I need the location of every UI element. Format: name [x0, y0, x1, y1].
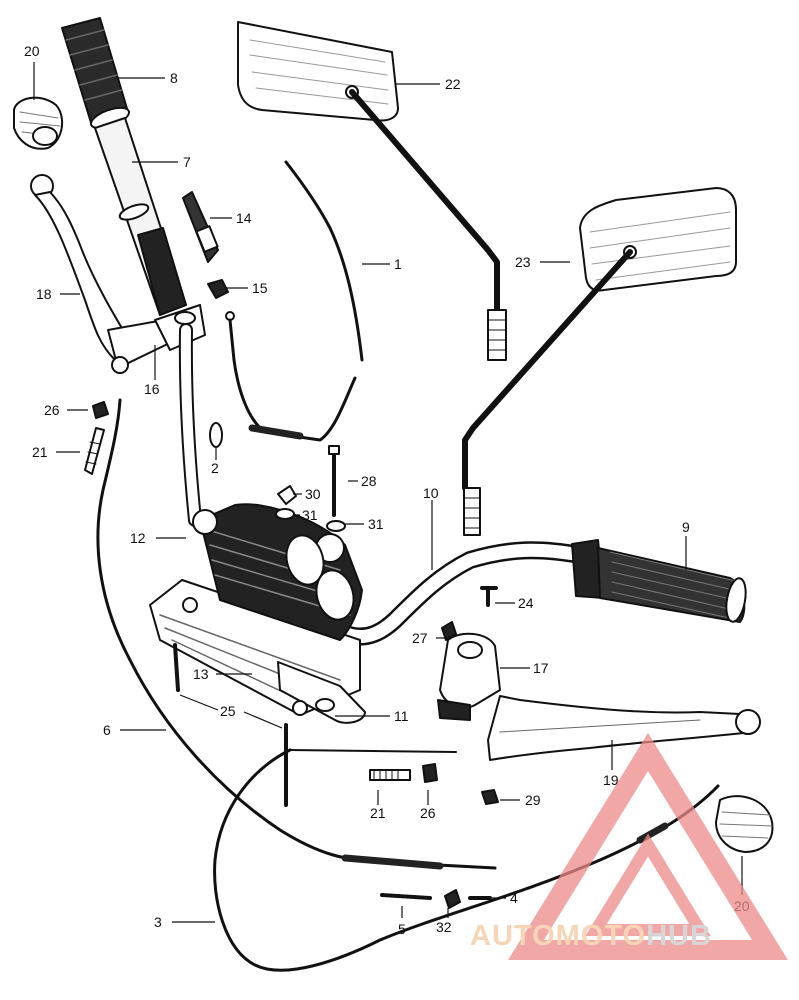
- nut-26b-part: [422, 763, 438, 783]
- callout-26-left: 26: [44, 402, 60, 418]
- watermark-hub: HUB: [646, 920, 712, 952]
- callout-15: 15: [252, 280, 268, 296]
- callout-8: 8: [170, 70, 178, 86]
- watermark-text: AUTOMOTOHUB: [470, 920, 712, 952]
- callout-4: 4: [510, 890, 518, 906]
- adjuster-21a-part: [84, 427, 105, 475]
- right-lever-bracket-part: [437, 586, 501, 721]
- callout-22: 22: [445, 76, 461, 92]
- left-lever-part: [30, 174, 181, 374]
- throttle-tube-part: [94, 117, 187, 316]
- callout-19: 19: [603, 772, 619, 788]
- callout-13: 13: [193, 666, 209, 682]
- callout-25: 25: [220, 703, 236, 719]
- nut-26a-part: [92, 401, 109, 419]
- callout-14: 14: [236, 210, 252, 226]
- callout-3: 3: [154, 914, 162, 930]
- right-grip-part: [571, 539, 747, 623]
- callout-23: 23: [515, 254, 531, 270]
- callout-29: 29: [525, 792, 541, 808]
- cable-1-part: [284, 160, 364, 362]
- callout-9: 9: [682, 519, 690, 535]
- washer-31a-part: [275, 508, 295, 520]
- leader-lines: [33, 62, 743, 923]
- callout-27: 27: [412, 630, 428, 646]
- bolt-25-part: [173, 643, 288, 807]
- nut-30-part: [277, 485, 297, 505]
- callout-24: 24: [518, 595, 534, 611]
- callout-30: 30: [305, 486, 321, 502]
- nut-29-part: [481, 789, 499, 805]
- watermark-triangle-logo: [508, 732, 788, 960]
- callout-21-bottom: 21: [370, 805, 386, 821]
- callout-6: 6: [103, 722, 111, 738]
- callout-5: 5: [398, 921, 406, 937]
- nut-15-part: [207, 279, 229, 299]
- callout-17: 17: [533, 660, 549, 676]
- mirror-23-part: [462, 187, 737, 536]
- bolt-28-part: [328, 445, 340, 517]
- callout-16: 16: [144, 381, 160, 397]
- grip-end-cap-bottom: [715, 795, 774, 853]
- callout-20-top: 20: [24, 43, 40, 59]
- right-lever-part: [487, 695, 761, 761]
- callout-28: 28: [361, 473, 377, 489]
- bolt-32-part: [444, 889, 461, 909]
- callout-26-bottom: 26: [420, 805, 436, 821]
- handlebar-clamp-assembly: [149, 503, 366, 724]
- grip-end-cap-top: [13, 96, 64, 150]
- washer-2-part: [209, 422, 223, 448]
- switch-wire-part: [225, 311, 357, 442]
- cable-6-part: [96, 398, 497, 870]
- left-grip-part: [61, 17, 130, 130]
- callout-11: 11: [394, 708, 409, 724]
- callout-31-a: 31: [302, 507, 318, 523]
- callout-32: 32: [436, 919, 452, 935]
- mirror-22-part: [237, 21, 507, 361]
- callout-10: 10: [423, 485, 439, 501]
- watermark-auto: AUTO: [470, 920, 556, 952]
- callout-7: 7: [183, 154, 191, 170]
- switch-plunger-part: [182, 191, 219, 263]
- callout-2: 2: [211, 460, 219, 476]
- washer-31b-part: [326, 520, 346, 532]
- handlebar-10-part: [178, 323, 589, 646]
- watermark-moto: MOTO: [556, 920, 646, 952]
- spring-5-part: [380, 893, 432, 900]
- callout-31-b: 31: [368, 516, 384, 532]
- automotohub-watermark: AUTOMOTOHUB: [470, 732, 788, 960]
- cable-3-part: [213, 748, 720, 972]
- callout-21-left: 21: [32, 444, 48, 460]
- adjuster-21b-part: [369, 769, 411, 781]
- callout-1: 1: [394, 256, 402, 272]
- callout-12: 12: [130, 530, 146, 546]
- callout-18: 18: [36, 286, 52, 302]
